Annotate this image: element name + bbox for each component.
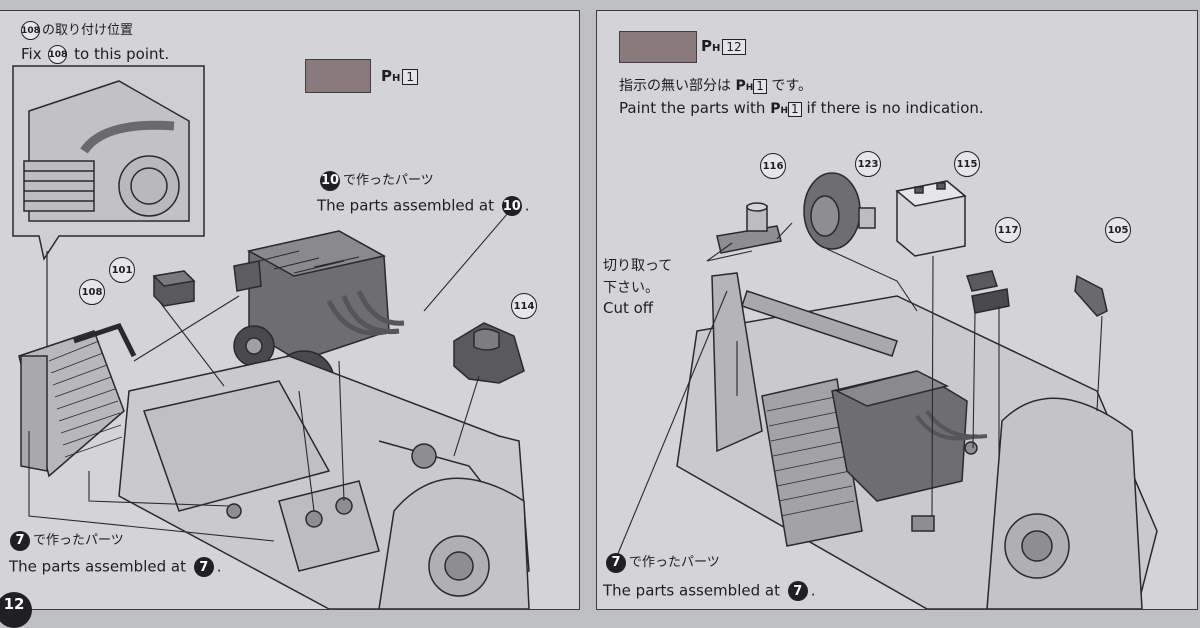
step-ref-badge: 7 [193, 557, 214, 577]
paint-code-sub: H [745, 83, 754, 93]
cut-off-en: Cut off [603, 299, 654, 317]
chassis-tray-right [676, 272, 1158, 609]
engine-en-text: The parts assembled at [317, 196, 494, 215]
step-ref-badge: 10 [320, 170, 340, 191]
part-114-shape [453, 322, 525, 384]
chassis-jp-text: で作ったパーツ [33, 533, 124, 548]
part-116-shape [716, 202, 782, 254]
paint-code-letter: P [381, 67, 392, 85]
step-ref-badge: 7 [10, 530, 30, 551]
note-jp-suffix: です。 [771, 78, 812, 94]
fix-instruction: Fix 108 to this point. [21, 45, 169, 64]
step-ref-badge: 10 [501, 196, 522, 216]
part-label-123: 123 [855, 151, 881, 177]
paint-code-letter: P [701, 37, 712, 55]
note-jp-prefix: 指示の無い部分は [619, 78, 731, 94]
chassis-ref-en: The parts assembled at 7. [9, 557, 222, 577]
radiator-hose-inset [12, 65, 205, 261]
part-123-shape [803, 172, 876, 250]
chassis-en-text: The parts assembled at [9, 557, 186, 576]
paint-color-swatch [619, 31, 697, 63]
paint-code-sub: H [712, 43, 721, 54]
part-label-108: 108 [79, 279, 105, 305]
paint-code-number: 1 [402, 69, 419, 85]
part-label-105: 105 [1105, 217, 1131, 243]
engine-jp-text: で作ったパーツ [343, 173, 434, 188]
step-ref-badge: 7 [606, 552, 626, 573]
chassis-tray [118, 355, 530, 609]
cut-off-jp-line2: 下さい。 [603, 280, 659, 296]
chassis-ref-en: The parts assembled at 7. [603, 581, 816, 601]
chassis-jp-text: で作ったパーツ [629, 555, 720, 570]
engine-ref-en: The parts assembled at 10. [317, 196, 530, 216]
part-101-shape [152, 270, 196, 307]
radiator [18, 330, 125, 478]
paint-code-number: 1 [788, 102, 802, 117]
step-number-badge: 12 [0, 592, 32, 628]
part-number-badge: 108 [21, 21, 40, 40]
part-label-115: 115 [954, 151, 980, 177]
paint-code-sub: H [780, 106, 789, 116]
paint-code-letter: P [735, 78, 746, 94]
step-ref-badge: 7 [787, 581, 808, 601]
part-label-117: 117 [995, 217, 1021, 243]
inset-jp-text: の取り付け位置 [42, 23, 134, 38]
paint-code-number: 1 [753, 79, 767, 94]
part-115-shape [895, 180, 967, 257]
part-117-shape [966, 270, 1010, 314]
part-label-114: 114 [511, 293, 537, 319]
left-assembly-illustration [12, 65, 530, 609]
fix-prefix: Fix [21, 45, 42, 63]
paint-color-swatch [305, 59, 371, 93]
engine-en-end: . [524, 196, 530, 215]
fix-suffix: to this point. [74, 45, 170, 63]
right-assembly-illustration [616, 172, 1158, 609]
part-label-101: 101 [109, 257, 135, 283]
note-en-suffix: if there is no indication. [806, 99, 984, 117]
chassis-en-end: . [810, 581, 816, 600]
part-label-116: 116 [760, 153, 786, 179]
chassis-en-text: The parts assembled at [603, 581, 780, 600]
paint-code-letter: P [770, 101, 781, 117]
chassis-en-end: . [216, 557, 222, 576]
paint-code-sub: H [392, 73, 401, 84]
paint-code-number: 12 [722, 39, 746, 55]
cut-off-jp-line1: 切り取って [603, 258, 673, 274]
part-number-badge: 108 [48, 45, 68, 64]
note-en-prefix: Paint the parts with [619, 99, 766, 117]
part-105-shape [1074, 274, 1108, 317]
